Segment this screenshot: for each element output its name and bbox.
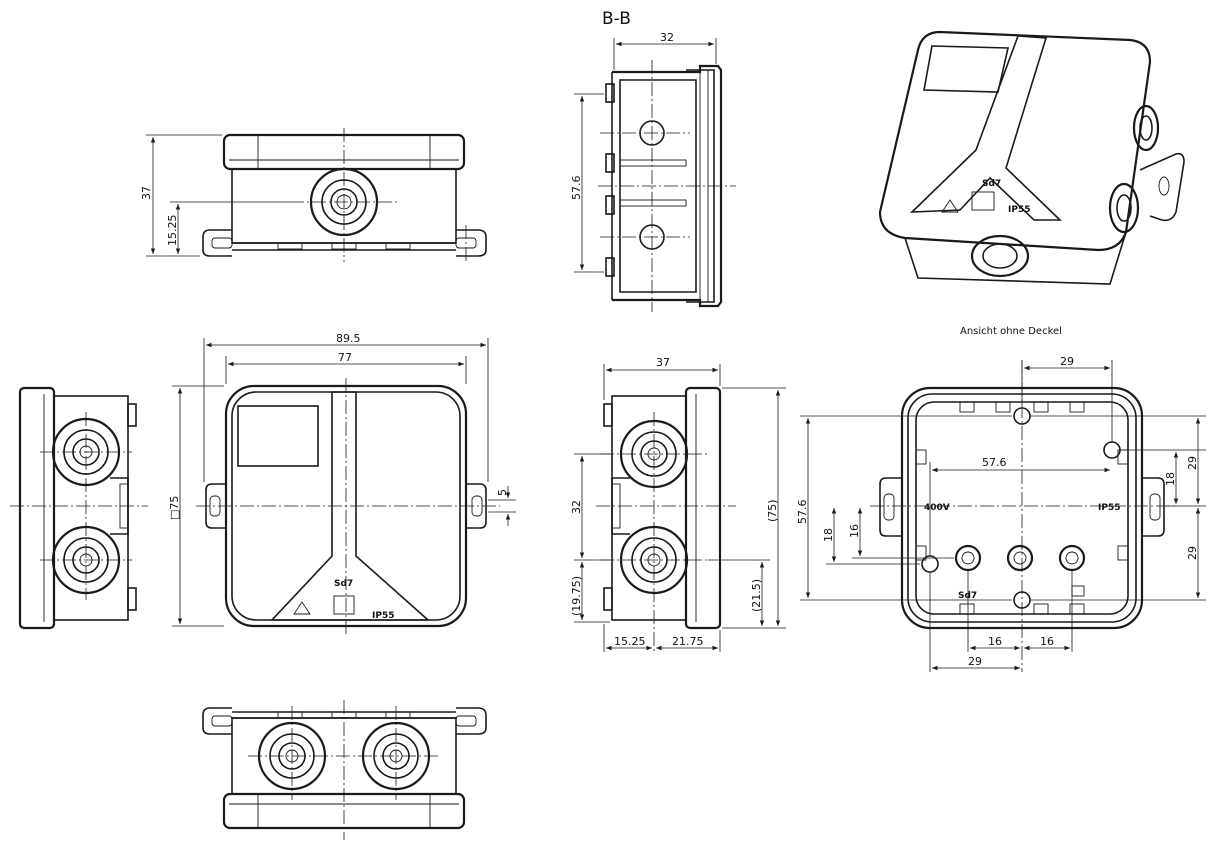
dim-top-right-18: 18 [1164, 472, 1177, 486]
top-model-label: Sd7 [958, 591, 977, 601]
top-view-note: Ansicht ohne Deckel [960, 326, 1062, 337]
dim-top-mid: 57.6 [982, 456, 1007, 469]
front-view: 37 15.25 [140, 128, 487, 262]
dim-section-height: 57.6 [570, 176, 583, 201]
right-side-view: 37 32 (19.75) (75) (21.5) 15.25 21.75 [570, 356, 786, 652]
dim-lid-outer-width: 89.5 [336, 332, 361, 345]
dim-side-spacing: 32 [570, 500, 583, 514]
top-ip-label: IP55 [1098, 503, 1120, 513]
terminal-right [1058, 544, 1086, 572]
dim-side-width: 37 [656, 356, 670, 369]
dim-top-left-18: 18 [822, 528, 835, 542]
dim-top-right-29a: 29 [1186, 456, 1199, 470]
iso-gland-bottom [970, 234, 1030, 278]
top-screw-left [921, 555, 939, 573]
terminal-center [1006, 544, 1034, 572]
dim-top-right-29b: 29 [1186, 546, 1199, 560]
lid-model-label: Sd7 [334, 579, 353, 589]
dim-front-height: 37 [140, 186, 153, 200]
iso-gland-side-lower [1108, 182, 1140, 234]
dim-side-lower: (19.75) [570, 576, 583, 616]
dim-top-bottom-16a: 16 [988, 635, 1002, 648]
iso-gland-side-upper [1132, 104, 1160, 152]
iso-model-label: Sd7 [982, 179, 1001, 189]
lid-view: Sd7 IP55 89.5 77 □75 5 [168, 332, 516, 636]
terminal-left [954, 544, 982, 572]
dim-front-offset: 15.25 [166, 215, 179, 247]
dim-top-upper: 29 [1060, 355, 1074, 368]
dim-lid-inner-width: 77 [338, 351, 352, 364]
dim-side-bottom-left: 15.25 [614, 635, 646, 648]
dim-side-bottom-right: 21.75 [672, 635, 704, 648]
dim-top-bottom-16b: 16 [1040, 635, 1054, 648]
lid-label-window [237, 405, 319, 467]
bottom-view [202, 700, 487, 840]
dim-section-width: 32 [660, 31, 674, 44]
dim-lid-slot: 5 [496, 489, 509, 496]
lid-ip-label: IP55 [372, 611, 394, 621]
dim-top-bottom-29: 29 [968, 655, 982, 668]
left-side-view [10, 386, 148, 630]
dim-side-right-lower: (21.5) [750, 579, 763, 612]
dim-top-left-height: 57.6 [796, 500, 809, 525]
dim-side-height: (75) [766, 499, 779, 522]
dim-lid-square: □75 [168, 496, 181, 520]
section-title: B-B [602, 9, 631, 29]
iso-ip-label: IP55 [1008, 205, 1030, 215]
dim-top-left-16: 16 [848, 524, 861, 538]
top-voltage-label: 400V [924, 503, 950, 513]
isometric-view: Sd7 IP55 [878, 30, 1185, 285]
section-view: 32 57.6 [570, 31, 736, 312]
top-view: 400V IP55 Sd7 29 57.6 57.6 18 16 29 18 [796, 355, 1206, 672]
